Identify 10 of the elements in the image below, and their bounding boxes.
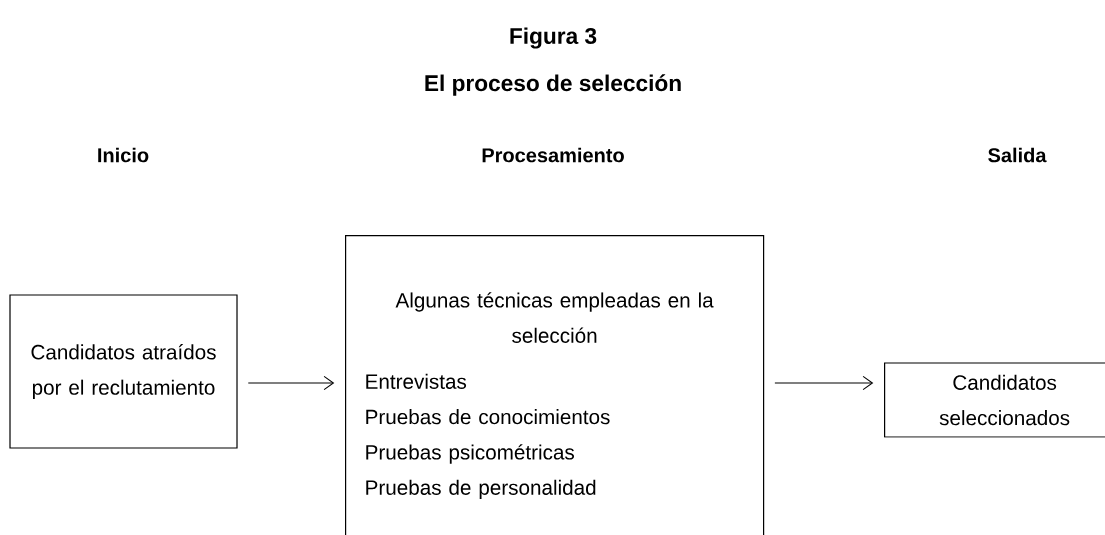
text-box: Algunas técnicas empleadas en la selección Entrevistas Pruebas de conocimientos Pruebas psicométricas Pruebas de personalidad xyxy=(345,235,765,535)
figure-subtitle: El proceso de selección xyxy=(425,74,681,96)
arrow xyxy=(774,375,874,391)
column-heading: Inicio xyxy=(98,147,149,163)
arrow xyxy=(247,375,335,391)
text-box: Candidatos atraídos por el reclutamiento xyxy=(9,294,238,449)
text-box: Candidatos seleccionados xyxy=(884,362,1105,438)
figure-title: Figura 3 xyxy=(510,27,597,49)
column-heading: Procesamiento xyxy=(482,147,624,163)
column-heading: Salida xyxy=(988,147,1047,163)
